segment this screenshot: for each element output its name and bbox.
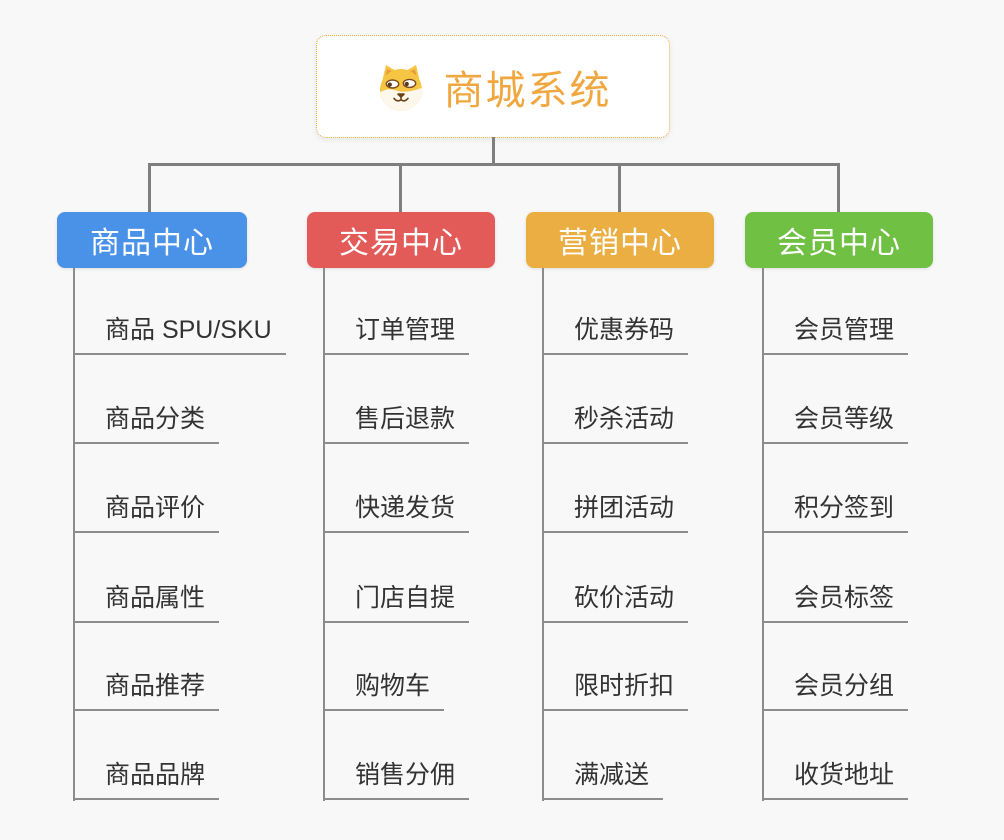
leaf-node[interactable]: 收货地址 <box>762 760 909 800</box>
connector-drop-product-center <box>148 164 151 212</box>
leaf-node[interactable]: 商品推荐 <box>73 671 220 711</box>
leaf-node[interactable]: 订单管理 <box>323 315 470 355</box>
leaf-node[interactable]: 积分签到 <box>762 493 909 533</box>
leaf-node[interactable]: 满减送 <box>542 760 664 800</box>
leaf-node[interactable]: 会员分组 <box>762 671 909 711</box>
leaf-node[interactable]: 拼团活动 <box>542 493 689 533</box>
leaf-node[interactable]: 会员管理 <box>762 315 909 355</box>
connector-root-stem <box>492 137 495 164</box>
leaf-node[interactable]: 会员等级 <box>762 404 909 444</box>
leaf-node[interactable]: 秒杀活动 <box>542 404 689 444</box>
leaf-node[interactable]: 商品属性 <box>73 583 220 623</box>
leaf-node[interactable]: 商品品牌 <box>73 760 220 800</box>
connector-spine-product-center <box>73 268 75 801</box>
connector-spine-member-center <box>762 268 764 801</box>
branch-node-product-center[interactable]: 商品中心 <box>57 212 247 268</box>
connector-drop-member-center <box>837 164 840 212</box>
leaf-node[interactable]: 购物车 <box>323 671 445 711</box>
branch-node-member-center[interactable]: 会员中心 <box>745 212 933 268</box>
leaf-node[interactable]: 销售分佣 <box>323 760 470 800</box>
leaf-node[interactable]: 优惠券码 <box>542 315 689 355</box>
connector-spine-trade-center <box>323 268 325 801</box>
branch-node-trade-center[interactable]: 交易中心 <box>307 212 495 268</box>
leaf-node[interactable]: 商品分类 <box>73 404 220 444</box>
connector-spine-marketing-center <box>542 268 544 801</box>
leaf-node[interactable]: 售后退款 <box>323 404 470 444</box>
leaf-node[interactable]: 砍价活动 <box>542 583 689 623</box>
connector-drop-marketing-center <box>618 164 621 212</box>
connector-drop-trade-center <box>399 164 402 212</box>
connector-bus <box>148 163 840 166</box>
root-title: 商城系统 <box>443 68 612 113</box>
leaf-node[interactable]: 限时折扣 <box>542 671 689 711</box>
leaf-node[interactable]: 商品 SPU/SKU <box>73 315 286 355</box>
leaf-node[interactable]: 门店自提 <box>323 583 470 623</box>
branch-node-marketing-center[interactable]: 营销中心 <box>526 212 714 268</box>
leaf-node[interactable]: 快递发货 <box>323 493 470 533</box>
root-node[interactable]: 商城系统 <box>316 35 670 138</box>
leaf-node[interactable]: 会员标签 <box>762 583 909 623</box>
shiba-dog-icon <box>375 61 427 113</box>
leaf-node[interactable]: 商品评价 <box>73 493 220 533</box>
